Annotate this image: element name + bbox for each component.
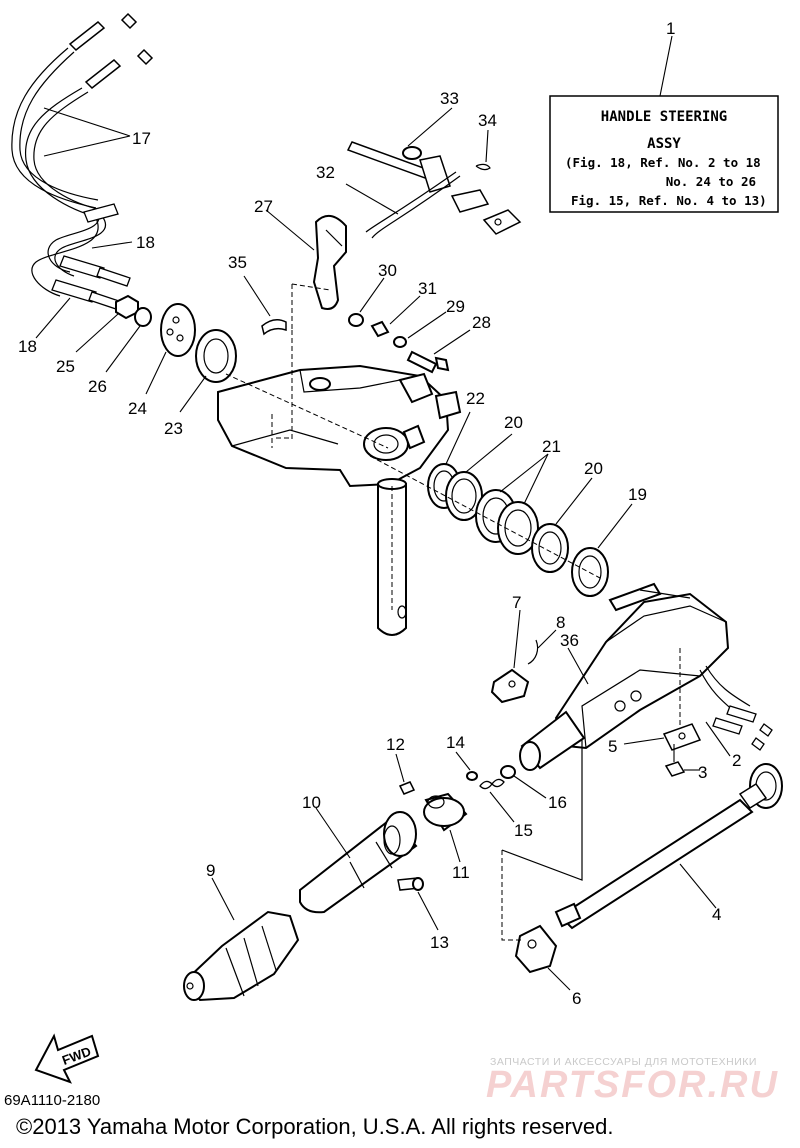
callout-5: 5 xyxy=(608,737,617,756)
diagram-reference-code: 69A1110-2180 xyxy=(4,1092,101,1109)
callout-28: 28 xyxy=(472,313,491,332)
cable-holder-parts xyxy=(75,294,196,395)
callout-9: 9 xyxy=(206,861,215,880)
watermark-logo: PARTSFOR.RU xyxy=(486,1064,779,1106)
callout-13: 13 xyxy=(430,933,449,952)
callout-32: 32 xyxy=(316,163,335,182)
assy-box-line1: HANDLE STEERING xyxy=(601,109,727,125)
callout-36: 36 xyxy=(560,631,579,650)
callout-10: 10 xyxy=(302,793,321,812)
callout-18-upper: 18 xyxy=(136,233,155,252)
callout-19: 19 xyxy=(628,485,647,504)
callout-34: 34 xyxy=(478,111,497,130)
callout-30: 30 xyxy=(378,261,397,280)
callout-20-lower: 20 xyxy=(584,459,603,478)
callout-3: 3 xyxy=(698,763,707,782)
callout-24: 24 xyxy=(128,399,147,418)
throttle-cables xyxy=(11,12,154,339)
callout-29: 29 xyxy=(446,297,465,316)
plate-and-bolt xyxy=(623,721,731,777)
arm-cables xyxy=(699,665,773,751)
friction-lever-7-8 xyxy=(490,609,557,704)
watermark-subtitle: ЗАПЧАСТИ И АКСЕССУАРЫ ДЛЯ МОТОТЕХНИКИ xyxy=(490,1056,757,1068)
callout-7: 7 xyxy=(512,593,521,612)
copyright-notice: ©2013 Yamaha Motor Corporation, U.S.A. A… xyxy=(16,1114,614,1139)
callout-25: 25 xyxy=(56,357,75,376)
callout-20-upper: 20 xyxy=(504,413,523,432)
callout-1: 1 xyxy=(666,19,675,38)
callout-2: 2 xyxy=(732,751,741,770)
steering-bracket xyxy=(217,364,462,636)
callout-33: 33 xyxy=(440,89,459,108)
assy-box-line5: Fig. 15, Ref. No. 4 to 13) xyxy=(571,193,767,208)
callout-numbers: 1 2 3 4 5 6 7 8 9 10 11 12 13 14 15 16 1… xyxy=(18,19,741,1008)
callout-11: 11 xyxy=(452,863,470,882)
callout-18-lower: 18 xyxy=(18,337,37,356)
fastener-set-28-31 xyxy=(348,277,471,374)
screw-13 xyxy=(397,877,439,931)
callout-26: 26 xyxy=(88,377,107,396)
tiller-rod-4 xyxy=(554,763,783,930)
callout-15: 15 xyxy=(514,821,533,840)
washer-stack xyxy=(369,411,633,597)
assy-box-line4: No. 24 to 26 xyxy=(666,174,756,189)
callout-35: 35 xyxy=(228,253,247,272)
collar-11 xyxy=(423,792,468,863)
assy-box-line2: ASSY xyxy=(647,136,681,152)
callout-4: 4 xyxy=(712,905,721,924)
assy-box-line3: (Fig. 18, Ref. No. 2 to 18 xyxy=(565,155,761,170)
link-rod-assembly xyxy=(345,107,522,239)
lock-block-6 xyxy=(514,924,571,991)
callout-8: 8 xyxy=(556,613,565,632)
assy-reference-box: HANDLE STEERING ASSY (Fig. 18, Ref. No. … xyxy=(549,35,779,213)
callout-21: 21 xyxy=(542,437,561,456)
callout-17: 17 xyxy=(132,129,151,148)
washer-23 xyxy=(179,329,237,413)
callout-6: 6 xyxy=(572,989,581,1008)
cable-spring-upper xyxy=(59,255,131,287)
callout-31: 31 xyxy=(418,279,437,298)
throttle-lever-27 xyxy=(243,209,347,440)
steering-handle-arm xyxy=(519,582,730,771)
callout-14: 14 xyxy=(446,733,465,752)
throttle-grip-9 xyxy=(183,877,300,1002)
callout-12: 12 xyxy=(386,735,405,754)
small-hardware-12-16 xyxy=(395,751,547,823)
cable-spring-lower xyxy=(51,279,123,311)
callout-16: 16 xyxy=(548,793,567,812)
callout-23: 23 xyxy=(164,419,183,438)
callout-27: 27 xyxy=(254,197,273,216)
fwd-arrow-icon: FWD xyxy=(34,1033,100,1084)
grip-shaft-10 xyxy=(299,807,418,914)
callout-22: 22 xyxy=(466,389,485,408)
